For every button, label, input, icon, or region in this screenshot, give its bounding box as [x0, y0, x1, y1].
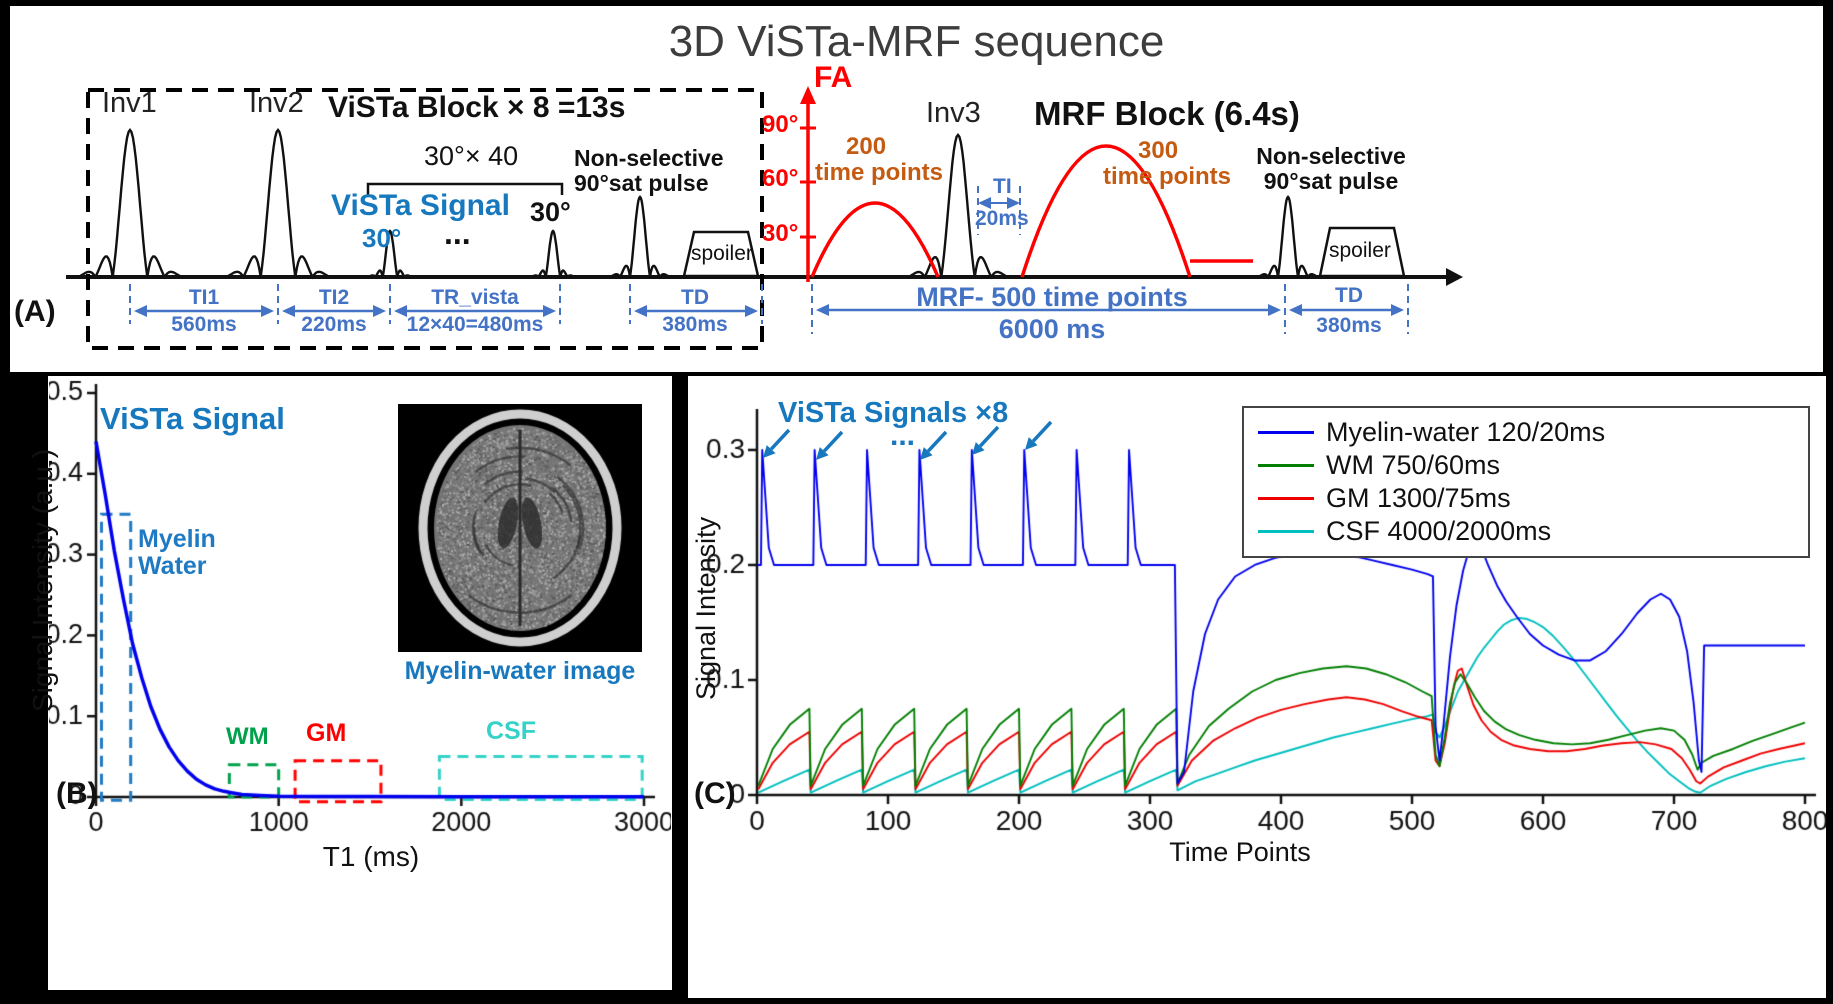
wm-region-label: WM	[226, 724, 269, 750]
gm-region-label: GM	[306, 720, 346, 747]
spoiler-label-1: spoiler	[691, 243, 753, 266]
legend-label: WM 750/60ms	[1326, 450, 1500, 481]
td-label-1: TD	[645, 287, 745, 310]
nonselective-label-1b: 90°sat pulse	[574, 171, 706, 196]
points-300-text: time points	[1103, 164, 1231, 190]
legend-item: Myelin-water 120/20ms	[1256, 416, 1802, 449]
vista-signal-label: ViSTa Signal	[331, 190, 510, 222]
mrf-block-title: MRF Block (6.4s)	[1034, 96, 1300, 132]
legend-line-sample	[1258, 431, 1314, 434]
panel-b-xlabel: T1 (ms)	[296, 842, 446, 872]
mrf-span-label: MRF- 500 time points	[878, 283, 1226, 312]
ti2-value: 220ms	[288, 314, 380, 337]
flip30-blue-label: 30°	[362, 224, 401, 252]
points-300-number: 300	[1138, 138, 1178, 164]
vista-signal-chart-title: ViSTa Signal	[100, 402, 285, 435]
panel-c-ylabel: Signal Intensity	[692, 517, 721, 700]
fa-tick-90: 90°	[762, 112, 798, 138]
annotation-ellipsis: ...	[890, 420, 915, 452]
points-200-number: 200	[846, 134, 886, 160]
panel-c-tag: (C)	[694, 778, 736, 810]
panel-b-ylabel: Signal Intensity (a.u.)	[28, 449, 58, 712]
pulse-ellipsis: ...	[444, 216, 471, 251]
tr-vista-value: 12×40=480ms	[398, 314, 552, 337]
td-value-2: 380ms	[1297, 315, 1401, 338]
legend-item: GM 1300/75ms	[1256, 482, 1802, 515]
legend-item: WM 750/60ms	[1256, 449, 1802, 482]
legend-line-sample	[1258, 530, 1314, 533]
myelin-water-brain-image	[398, 404, 642, 652]
legend-line-sample	[1258, 464, 1314, 467]
legend-line-sample	[1258, 497, 1314, 500]
ti2-label: TI2	[288, 287, 380, 310]
inv3-label: Inv3	[926, 98, 981, 129]
chart-legend: Myelin-water 120/20msWM 750/60msGM 1300/…	[1242, 406, 1810, 558]
fa-tick-60: 60°	[762, 166, 798, 192]
csf-region-label: CSF	[486, 718, 536, 745]
legend-label: Myelin-water 120/20ms	[1326, 417, 1605, 448]
ti-value: 20ms	[975, 208, 1029, 231]
nonselective-label-2a: Non-selective	[1256, 144, 1406, 169]
ti1-label: TI1	[158, 287, 250, 310]
vista-block-title: ViSTa Block × 8 =13s	[328, 92, 625, 124]
spoiler-label-2: spoiler	[1329, 240, 1391, 263]
myelin-water-region-label: Myelin Water	[138, 526, 233, 580]
tr-vista-label: TR_vista	[398, 287, 552, 310]
inv2-label: Inv2	[249, 88, 304, 119]
brain-inset-caption: Myelin-water image	[392, 658, 648, 685]
flip-train-label: 30°× 40	[424, 142, 518, 171]
panel-b-tag: (B)	[56, 778, 98, 810]
fa-axis-label: FA	[814, 62, 852, 94]
td-value-1: 380ms	[645, 314, 745, 337]
inv1-label: Inv1	[102, 88, 157, 119]
legend-label: GM 1300/75ms	[1326, 483, 1511, 514]
panel-c-xlabel: Time Points	[1150, 838, 1330, 867]
fa-tick-30: 30°	[762, 221, 798, 247]
nonselective-label-1a: Non-selective	[574, 146, 706, 171]
ti-label: TI	[993, 176, 1012, 199]
td-label-2: TD	[1312, 285, 1386, 308]
figure-title: 3D ViSTa-MRF sequence	[669, 18, 1165, 66]
nonselective-label-2b: 90°sat pulse	[1256, 169, 1406, 194]
legend-label: CSF 4000/2000ms	[1326, 516, 1551, 547]
mrf-span-value: 6000 ms	[878, 315, 1226, 344]
points-200-text: time points	[815, 160, 943, 186]
legend-item: CSF 4000/2000ms	[1256, 515, 1802, 548]
ti1-value: 560ms	[158, 314, 250, 337]
panel-a-tag: (A)	[14, 296, 56, 328]
flip30-black-label: 30°	[530, 198, 571, 227]
